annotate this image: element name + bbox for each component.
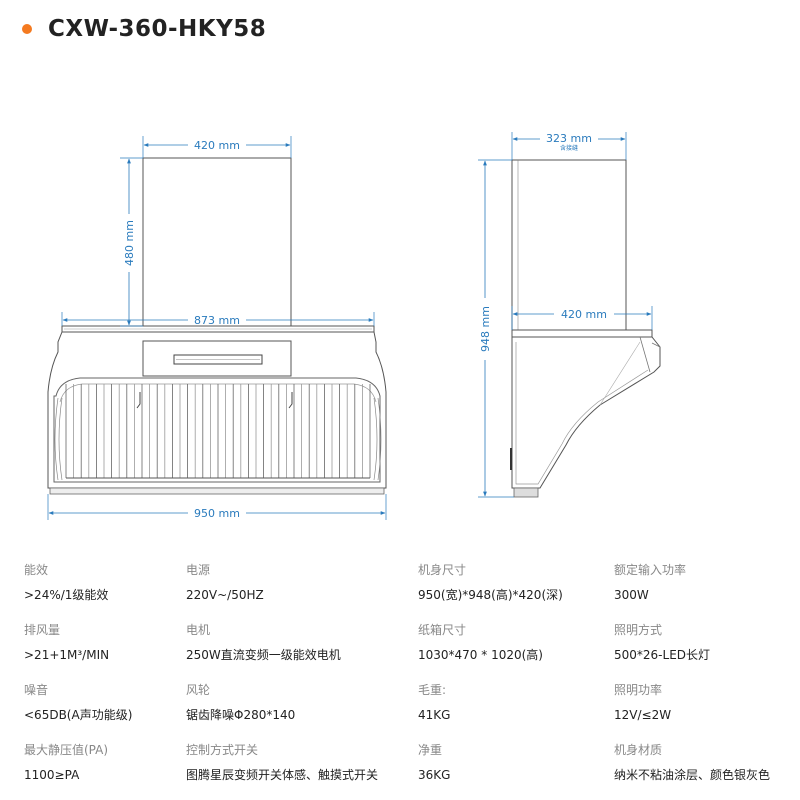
spec-item: 纸箱尺寸 1030*470 * 1020(高) [418, 620, 614, 680]
spec-label: 控制方式开关 [186, 743, 259, 757]
spec-value: >24%/1级能效 [24, 588, 109, 602]
spec-label: 电机 [186, 623, 211, 637]
spec-label: 机身材质 [614, 743, 663, 757]
spec-item: 照明功率 12V/≤2W [614, 680, 794, 740]
spec-item: 电机 250W直流变频一级能效电机 [186, 620, 418, 680]
svg-text:420 mm: 420 mm [194, 139, 240, 152]
dim-chimney-height: 480 mm [120, 157, 143, 327]
spec-label: 照明功率 [614, 683, 663, 697]
dim-top-depth: 323 mm 含接缝 [511, 132, 627, 160]
spec-value: 950(宽)*948(高)*420(深) [418, 588, 563, 602]
spec-label: 电源 [186, 563, 211, 577]
spec-value: 12V/≤2W [614, 708, 672, 722]
spec-item: 控制方式开关 图腾星辰变频开关体感、触摸式开关 [186, 740, 418, 800]
spec-item: 排风量 >21+1M³/MIN [24, 620, 186, 680]
side-view: 323 mm 含接缝 420 mm 948 mm [478, 132, 661, 498]
front-chimney [142, 157, 292, 327]
spec-item: 净重 36KG [418, 740, 614, 800]
spec-label: 照明方式 [614, 623, 663, 637]
model-title: CXW-360-HKY58 [48, 16, 267, 42]
spec-value: 41KG [418, 708, 451, 722]
spec-item: 毛重: 41KG [418, 680, 614, 740]
spec-item: 能效 >24%/1级能效 [24, 560, 186, 620]
spec-label: 排风量 [24, 623, 61, 637]
spec-value: 锯齿降噪Φ280*140 [186, 708, 296, 722]
svg-text:873 mm: 873 mm [194, 314, 240, 327]
spec-label: 风轮 [186, 683, 211, 697]
side-top-plate [511, 329, 653, 338]
bullet-dot-icon [22, 24, 32, 34]
spec-label: 噪音 [24, 683, 49, 697]
spec-item: 额定输入功率 300W [614, 560, 794, 620]
front-fin-grid [65, 384, 371, 479]
spec-label: 能效 [24, 563, 49, 577]
svg-text:480 mm: 480 mm [123, 220, 136, 266]
spec-label: 额定输入功率 [614, 563, 687, 577]
spec-value: 500*26-LED长灯 [614, 648, 711, 662]
spec-label: 毛重: [418, 683, 447, 697]
spec-row: 噪音 <65DB(A声功能级) 风轮 锯齿降噪Φ280*140 毛重: 41KG… [24, 680, 794, 740]
spec-item: 机身材质 纳米不粘油涂层、颜色银灰色 [614, 740, 794, 800]
dim-lower-depth: 420 mm [511, 306, 653, 330]
spec-item: 电源 220V~/50HZ [186, 560, 418, 620]
spec-value: 1030*470 * 1020(高) [418, 648, 543, 662]
spec-table: 能效 >24%/1级能效 电源 220V~/50HZ 机身尺寸 950(宽)*9… [24, 560, 794, 800]
spec-value: <65DB(A声功能级) [24, 708, 133, 722]
front-base [49, 487, 385, 495]
side-base [513, 487, 539, 498]
spec-label: 净重 [418, 743, 443, 757]
dim-total-width: 950 mm [47, 494, 387, 520]
dim-total-height: 948 mm [478, 159, 514, 498]
spec-row: 最大静压值(PA) 1100≥PA 控制方式开关 图腾星辰变频开关体感、触摸式开… [24, 740, 794, 800]
spec-value: 纳米不粘油涂层、颜色银灰色 [614, 768, 771, 782]
spec-label: 机身尺寸 [418, 563, 467, 577]
svg-text:323 mm: 323 mm [546, 132, 592, 145]
spec-value: 1100≥PA [24, 768, 80, 782]
svg-text:含接缝: 含接缝 [560, 144, 578, 152]
technical-drawing: 420 mm 480 mm 873 mm 950 mm [47, 132, 661, 520]
spec-value: 36KG [418, 768, 451, 782]
spec-label: 最大静压值(PA) [24, 743, 109, 757]
spec-row: 排风量 >21+1M³/MIN 电机 250W直流变频一级能效电机 纸箱尺寸 1… [24, 620, 794, 680]
spec-item: 噪音 <65DB(A声功能级) [24, 680, 186, 740]
side-chimney [511, 159, 627, 331]
header: CXW-360-HKY58 [22, 12, 266, 46]
spec-item: 照明方式 500*26-LED长灯 [614, 620, 794, 680]
spec-value: 250W直流变频一级能效电机 [186, 648, 341, 662]
svg-text:950 mm: 950 mm [194, 507, 240, 520]
fin-hook [288, 392, 293, 409]
spec-item: 机身尺寸 950(宽)*948(高)*420(深) [418, 560, 614, 620]
spec-value: 图腾星辰变频开关体感、触摸式开关 [186, 768, 379, 782]
spec-value: 300W [614, 588, 649, 602]
fin-hook [136, 392, 141, 409]
spec-value: 220V~/50HZ [186, 588, 264, 602]
spec-row: 能效 >24%/1级能效 电源 220V~/50HZ 机身尺寸 950(宽)*9… [24, 560, 794, 620]
dim-chimney-width: 420 mm [142, 136, 292, 158]
dim-panel-width: 873 mm [61, 312, 375, 327]
spec-item: 风轮 锯齿降噪Φ280*140 [186, 680, 418, 740]
spec-value: >21+1M³/MIN [24, 648, 110, 662]
svg-text:948 mm: 948 mm [479, 306, 492, 352]
front-view: 420 mm 480 mm 873 mm 950 mm [47, 136, 387, 520]
spec-label: 纸箱尺寸 [418, 623, 467, 637]
svg-text:420 mm: 420 mm [561, 308, 607, 321]
spec-item: 最大静压值(PA) 1100≥PA [24, 740, 186, 800]
